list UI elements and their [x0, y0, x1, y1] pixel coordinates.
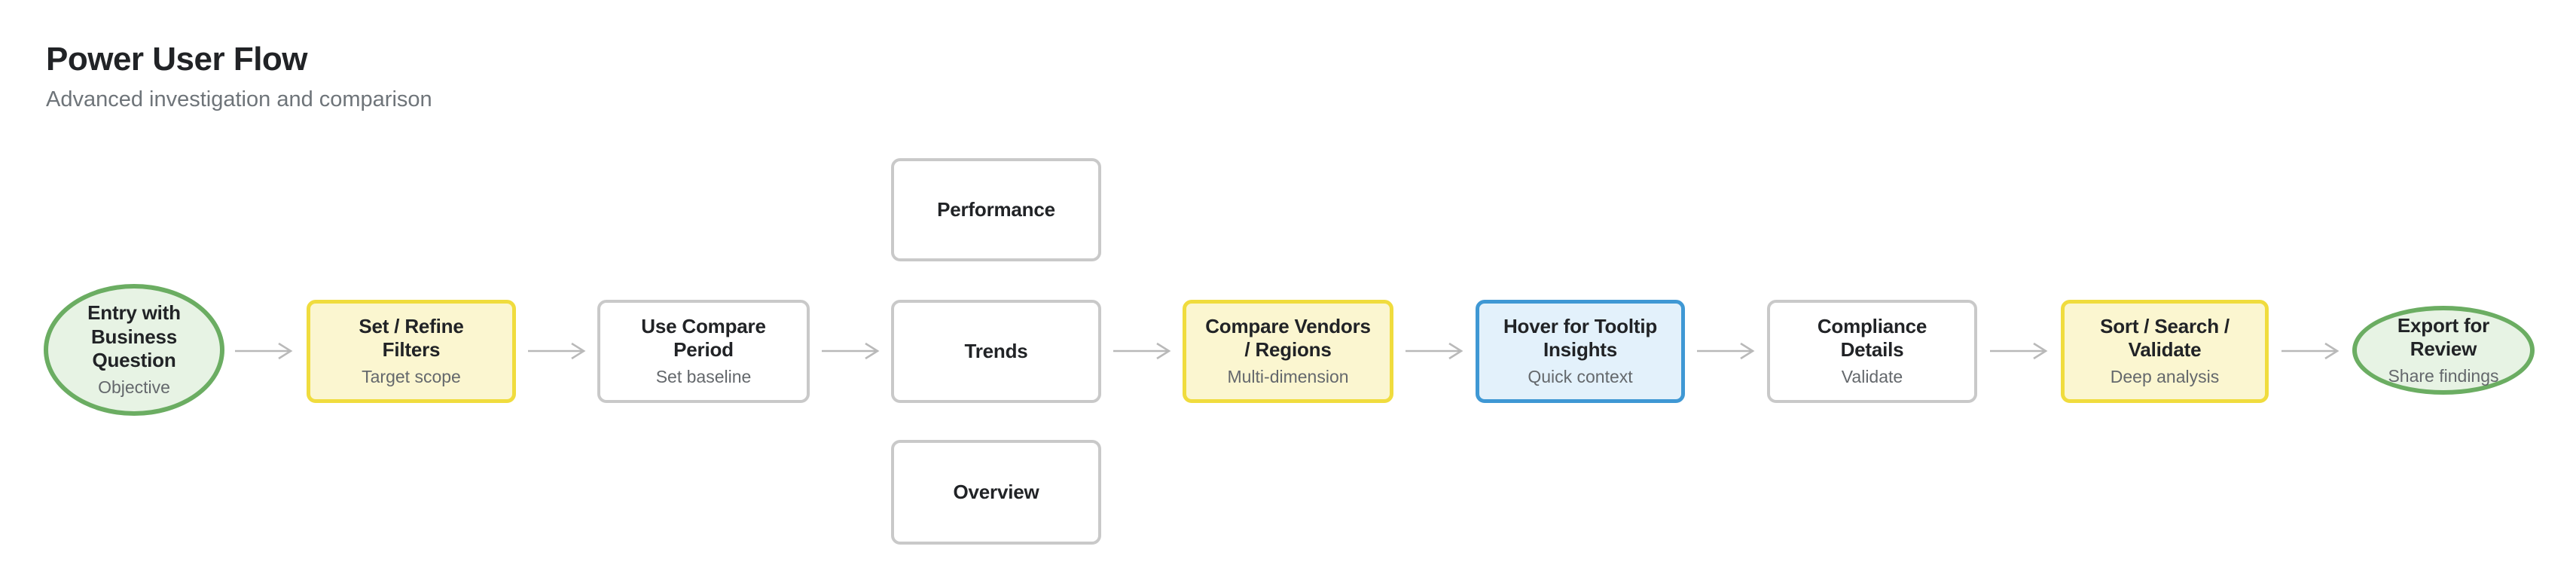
node-title: Performance: [937, 197, 1055, 221]
node-hover-for-tooltip-insights: Hover for Tooltip Insights Quick context: [1476, 300, 1685, 403]
diagram-header: Power User Flow Advanced investigation a…: [46, 41, 432, 112]
node-sort-search-validate: Sort / Search / Validate Deep analysis: [2061, 300, 2269, 403]
node-title: Trends: [964, 339, 1028, 362]
node-compliance-details: Compliance Details Validate: [1767, 300, 1977, 403]
node-tab-trends: Trends: [891, 300, 1101, 403]
node-tab-performance: Performance: [891, 158, 1101, 261]
node-subtitle: Objective: [98, 377, 170, 397]
node-subtitle: Target scope: [362, 367, 461, 387]
node-subtitle: Validate: [1841, 367, 1903, 387]
flow-arrow-icon: [1990, 342, 2048, 360]
flow-arrow-icon: [822, 342, 880, 360]
node-title: Sort / Search / Validate: [2100, 315, 2230, 362]
node-title: Compliance Details: [1817, 315, 1927, 362]
node-title: Overview: [953, 480, 1039, 503]
node-subtitle: Multi-dimension: [1227, 367, 1349, 387]
node-subtitle: Quick context: [1528, 367, 1633, 387]
flow-arrow-icon: [2281, 342, 2339, 360]
node-use-compare-period: Use Compare Period Set baseline: [597, 300, 810, 403]
node-subtitle: Deep analysis: [2110, 367, 2220, 387]
node-set-refine-filters: Set / Refine Filters Target scope: [307, 300, 516, 403]
node-subtitle: Share findings: [2388, 365, 2499, 386]
node-compare-vendors-regions: Compare Vendors / Regions Multi-dimensio…: [1183, 300, 1393, 403]
node-title: Export for Review: [2397, 313, 2490, 360]
node-entry-with-business-question: Entry with Business Question Objective: [44, 284, 224, 416]
flow-arrow-icon: [1113, 342, 1171, 360]
flow-arrow-icon: [1406, 342, 1463, 360]
flow-arrow-icon: [235, 342, 293, 360]
flow-arrow-icon: [528, 342, 586, 360]
node-title: Use Compare Period: [641, 315, 766, 362]
node-title: Set / Refine Filters: [359, 315, 464, 362]
flow-arrow-icon: [1697, 342, 1755, 360]
node-subtitle: Set baseline: [655, 367, 752, 387]
node-export-for-review: Export for Review Share findings: [2352, 306, 2535, 395]
page-title: Power User Flow: [46, 41, 308, 78]
node-title: Hover for Tooltip Insights: [1503, 315, 1658, 362]
node-title: Entry with Business Question: [87, 301, 181, 371]
node-title: Compare Vendors / Regions: [1205, 315, 1371, 362]
page-subtitle: Advanced investigation and comparison: [46, 87, 432, 111]
node-tab-overview: Overview: [891, 440, 1101, 545]
